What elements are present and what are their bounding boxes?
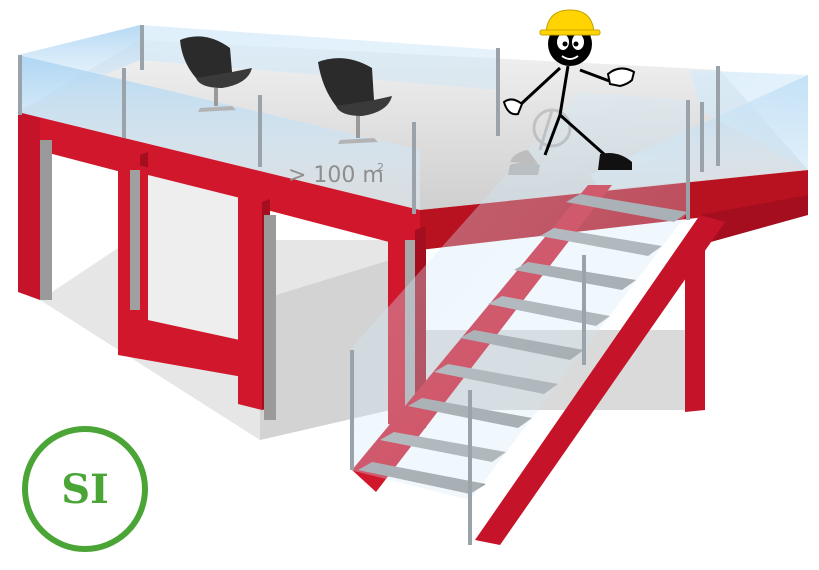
si-badge: SI	[25, 429, 145, 549]
area-label-superscript: 2	[377, 161, 384, 174]
si-badge-text: SI	[61, 466, 109, 513]
hard-hat-icon	[546, 10, 594, 32]
area-label: > 100 m	[288, 163, 384, 188]
